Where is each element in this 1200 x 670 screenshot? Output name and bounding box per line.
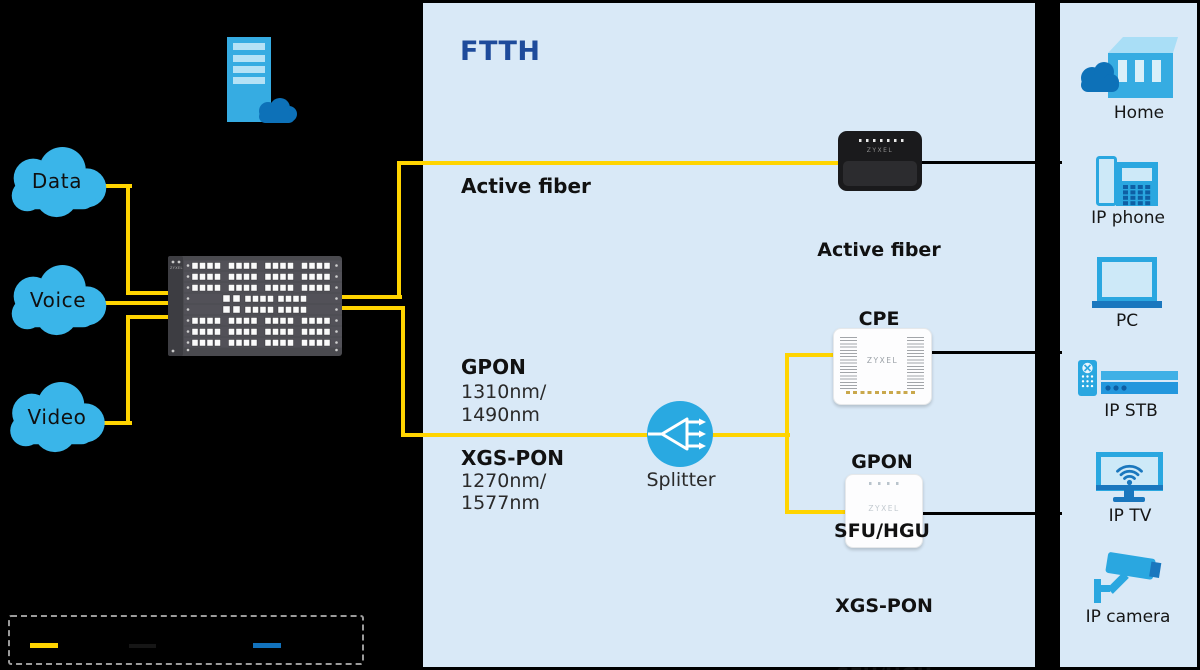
data-cloud-icon: [11, 146, 107, 218]
splitter-label: Splitter: [646, 469, 716, 491]
ip-phone-label: IP phone: [1091, 208, 1165, 228]
ip-phone-icon: [1096, 156, 1158, 206]
home-label: Home: [1113, 103, 1165, 123]
xgspon-onu-label: XGS-PON SFU/HGU: [835, 595, 933, 670]
fiber-line-olt-down: [340, 306, 405, 310]
xgspon-onu-brand-label: ZYXEL: [868, 504, 900, 513]
gpon-onu-vent-right: [907, 337, 924, 389]
gpon-label: GPON: [461, 355, 526, 379]
ftth-panel: [423, 3, 1035, 667]
fiber-line-gpon-in: [785, 353, 838, 357]
voice-cloud-icon: [11, 264, 107, 336]
ip-stb-label: IP STB: [1104, 401, 1158, 421]
gpon-onu-label: GPON SFU/HGU: [834, 451, 930, 542]
fiber-line-voice: [104, 301, 172, 305]
voice-cloud-label: Voice: [29, 288, 87, 312]
wifi-icon: [1116, 464, 1143, 480]
fiber-line-olt-up: [340, 295, 402, 299]
ip-tv-label: IP TV: [1108, 506, 1152, 526]
video-cloud-label: Video: [27, 405, 87, 429]
fiber-line-video: [104, 421, 132, 425]
ftth-panel-title: FTTH: [460, 36, 541, 67]
active-fiber-cpe-device: ZYXEL: [838, 131, 922, 191]
cpe-brand-label: ZYXEL: [866, 147, 894, 154]
xgspon-wavelength-2: 1577nm: [461, 492, 540, 514]
ip-camera-label: IP camera: [1085, 607, 1171, 627]
pc-icon: [1092, 257, 1162, 308]
gpon-onu-device: ZYXEL: [833, 328, 932, 405]
eth-line-cpe: [920, 161, 1062, 164]
pc-label: PC: [1115, 311, 1139, 331]
fiber-line-xgspon-in: [785, 510, 849, 514]
home-icon: [1081, 37, 1178, 98]
fiber-line-active: [397, 161, 842, 165]
olt-brand-label: ZYXEL: [170, 266, 183, 270]
server-icon: [227, 37, 271, 122]
gpon-onu-vent-left: [840, 337, 857, 389]
gpon-wavelength-1: 1310nm/: [461, 381, 547, 403]
fiber-line-split-v: [785, 353, 789, 514]
server-stripe: [233, 55, 265, 62]
eth-line-gpon: [928, 351, 1062, 354]
active-fiber-cpe-label: Active fiber CPE: [817, 239, 941, 330]
gpon-onu-brand-label: ZYXEL: [866, 356, 899, 365]
legend-fiber-swatch: [30, 643, 58, 648]
home-cloud-icon: [1081, 62, 1119, 92]
gpon-onu-led-row: [846, 391, 918, 394]
fiber-line-data: [104, 184, 132, 188]
active-fiber-label: Active fiber: [461, 174, 591, 198]
server-stripe: [233, 43, 265, 50]
olt-chassis-icon: ZYXEL: [168, 256, 342, 356]
xgspon-onu-device: ZYXEL: [845, 474, 923, 548]
fiber-line-data-in: [126, 291, 172, 295]
legend-copper-swatch: [129, 644, 156, 648]
fiber-line-video-in: [126, 315, 172, 319]
data-cloud-label: Data: [31, 169, 83, 193]
ip-stb-icon: [1078, 360, 1178, 396]
legend-box: [8, 615, 364, 665]
cpe-lower-body: [843, 161, 917, 186]
ip-camera-icon: [1094, 552, 1162, 603]
server-stripe: [233, 77, 265, 84]
splitter-icon: [647, 401, 713, 467]
fiber-line-data-v: [126, 184, 130, 295]
server-stripe: [233, 66, 265, 73]
xgspon-wavelength-1: 1270nm/: [461, 470, 547, 492]
fiber-line-down-v: [401, 306, 405, 437]
eth-line-xgspon: [918, 512, 1062, 515]
video-cloud-icon: [10, 381, 105, 453]
fiber-line-up-v: [397, 161, 401, 299]
fiber-line-video-v: [126, 315, 130, 425]
gpon-wavelength-2: 1490nm: [461, 404, 540, 426]
cpe-led-row: [859, 139, 905, 142]
server-cloud-icon: [259, 98, 297, 123]
xgspon-onu-led-row: [869, 482, 901, 485]
fiber-line-pon: [401, 433, 790, 437]
xgspon-label: XGS-PON: [461, 446, 564, 470]
ip-tv-icon: [1096, 452, 1163, 502]
legend-uplink-swatch: [253, 643, 281, 648]
